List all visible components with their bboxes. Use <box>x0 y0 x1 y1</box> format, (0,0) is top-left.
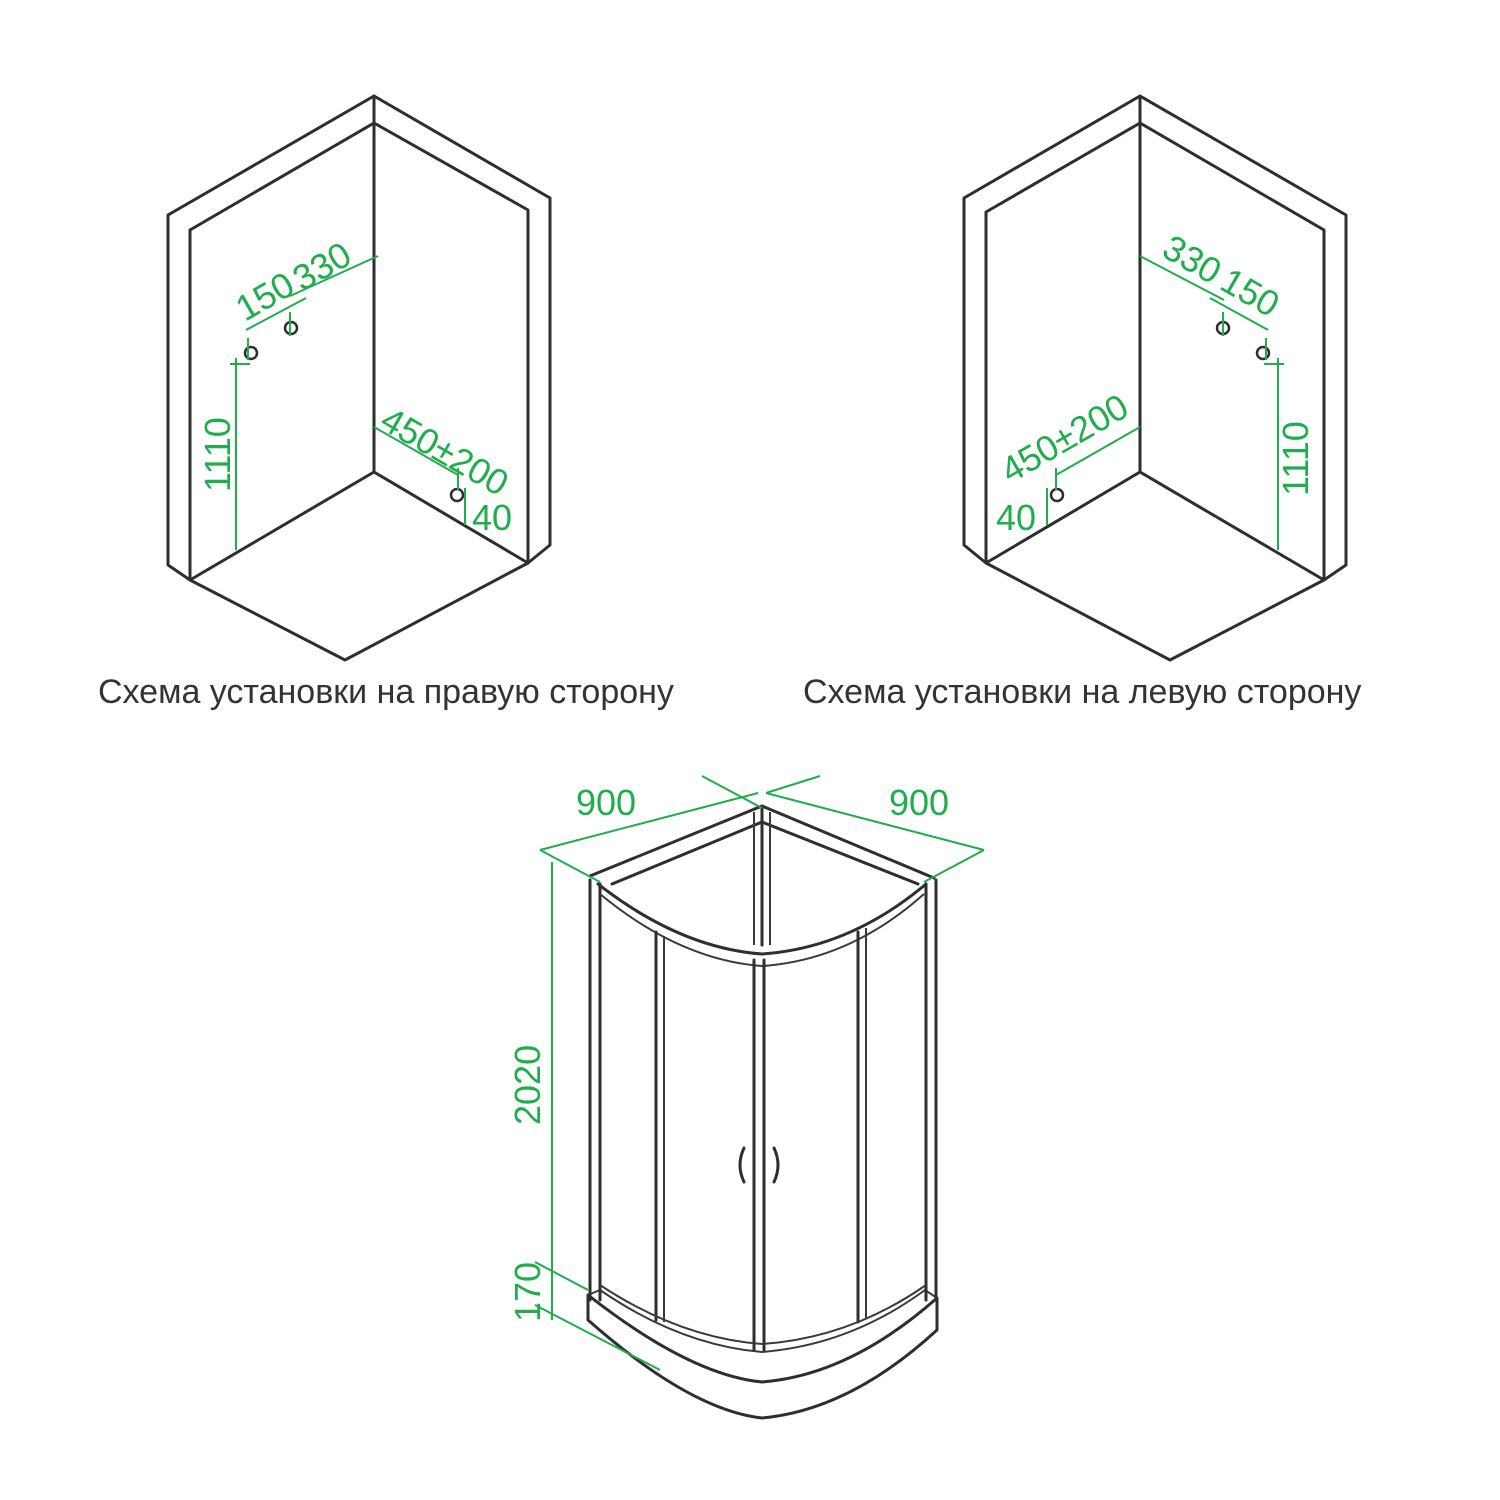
dimension-line <box>701 775 763 809</box>
left-scheme-caption: Схема установки на левую сторону <box>803 673 1361 711</box>
curved-top-rail <box>599 893 925 968</box>
dim-tray-height: 170 <box>507 1262 548 1322</box>
dimension-lines <box>1046 255 1284 550</box>
right-installation-scheme: 150 330 1110 450±200 40 Схема установки … <box>98 94 674 711</box>
dimension-lines <box>230 255 466 550</box>
dimension-line <box>539 792 759 851</box>
dim-drain-height: 40 <box>472 497 512 538</box>
left-wall-slab <box>166 94 376 582</box>
dimension-line <box>1055 426 1141 476</box>
water-pipe-outlet <box>1255 345 1271 361</box>
floor-outline <box>188 470 530 662</box>
drain-outlet <box>1049 487 1065 503</box>
shower-tray <box>586 1293 939 1420</box>
right-wall-slab <box>1138 94 1348 582</box>
cabin-dimension-lines <box>534 775 985 1371</box>
dim-cabin-width-right: 900 <box>889 782 949 823</box>
dimension-line <box>1139 255 1225 301</box>
shower-cabin: 900 900 2020 170 <box>507 775 985 1420</box>
door-handle <box>772 1146 780 1184</box>
dimension-line <box>765 792 985 851</box>
drain-outlet <box>449 487 465 503</box>
dim-drain-offset: 450±200 <box>374 398 516 503</box>
left-installation-scheme: 330 150 1110 450±200 40 Схема установки … <box>803 94 1361 711</box>
dimension-line <box>539 849 601 883</box>
tray-rim <box>587 1288 938 1354</box>
dim-corner-offset: 330 <box>1156 226 1229 292</box>
floor-outline <box>984 470 1326 662</box>
dim-pipe-height: 1110 <box>197 417 238 492</box>
dimension-line <box>765 775 821 794</box>
dimension-line <box>289 255 379 297</box>
curved-top-rail <box>596 882 928 956</box>
dim-drain-height: 40 <box>996 497 1036 538</box>
dim-pipe-spacing: 150 <box>1214 259 1287 325</box>
curved-bottom-rail <box>599 1284 927 1346</box>
dim-cabin-width-left: 900 <box>576 782 636 823</box>
dimension-line <box>923 849 985 883</box>
water-pipe-outlet <box>243 345 259 361</box>
dimension-line <box>534 1304 661 1371</box>
right-scheme-caption: Схема установки на правую сторону <box>98 673 674 711</box>
dimension-line <box>373 426 459 476</box>
dim-pipe-height: 1110 <box>1275 421 1316 496</box>
dimension-line <box>1209 297 1269 331</box>
dimension-line <box>245 297 307 331</box>
dimension-line <box>534 1261 589 1291</box>
dim-drain-offset: 450±200 <box>994 385 1136 490</box>
door-handle <box>738 1146 746 1184</box>
dim-corner-offset: 330 <box>286 233 359 299</box>
dim-cabin-height: 2020 <box>507 1045 548 1125</box>
